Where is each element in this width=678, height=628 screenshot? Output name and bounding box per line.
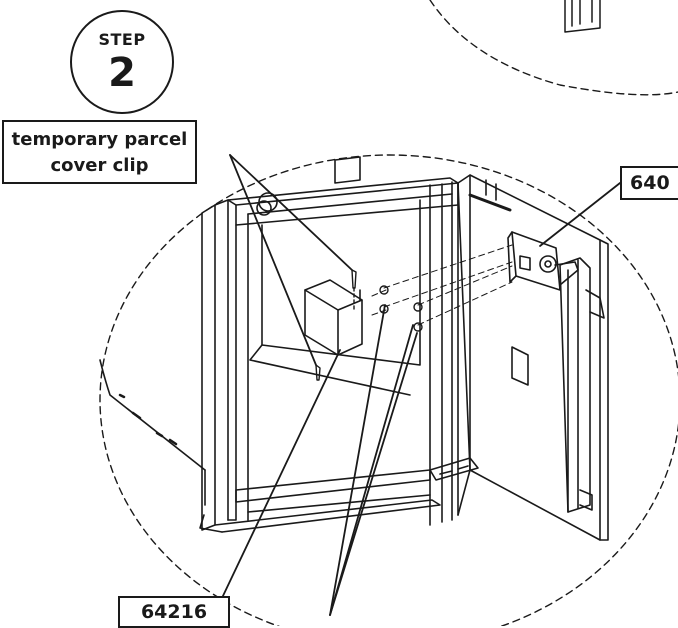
detail-top-fragment [564, 0, 601, 33]
leader-lines [221, 154, 621, 616]
alignment-lines [371, 244, 513, 326]
detail-circle-top [429, 0, 678, 96]
cabinet [99, 156, 459, 533]
step-badge: STEP 2 [70, 10, 174, 114]
clip-callout-line1: temporary parcel [11, 129, 188, 150]
step-number: 2 [108, 50, 136, 96]
step-label: STEP [98, 30, 146, 49]
detail-circle-main [99, 154, 678, 626]
parcel-cover-clip [304, 279, 363, 356]
clip-callout-line2: cover clip [50, 155, 149, 176]
part-label-64216: 64216 [118, 596, 230, 628]
lock-bracket [507, 231, 605, 513]
clip-callout: temporary parcel cover clip [2, 120, 197, 184]
part-label-640: 640 [620, 166, 678, 200]
door [429, 174, 609, 541]
